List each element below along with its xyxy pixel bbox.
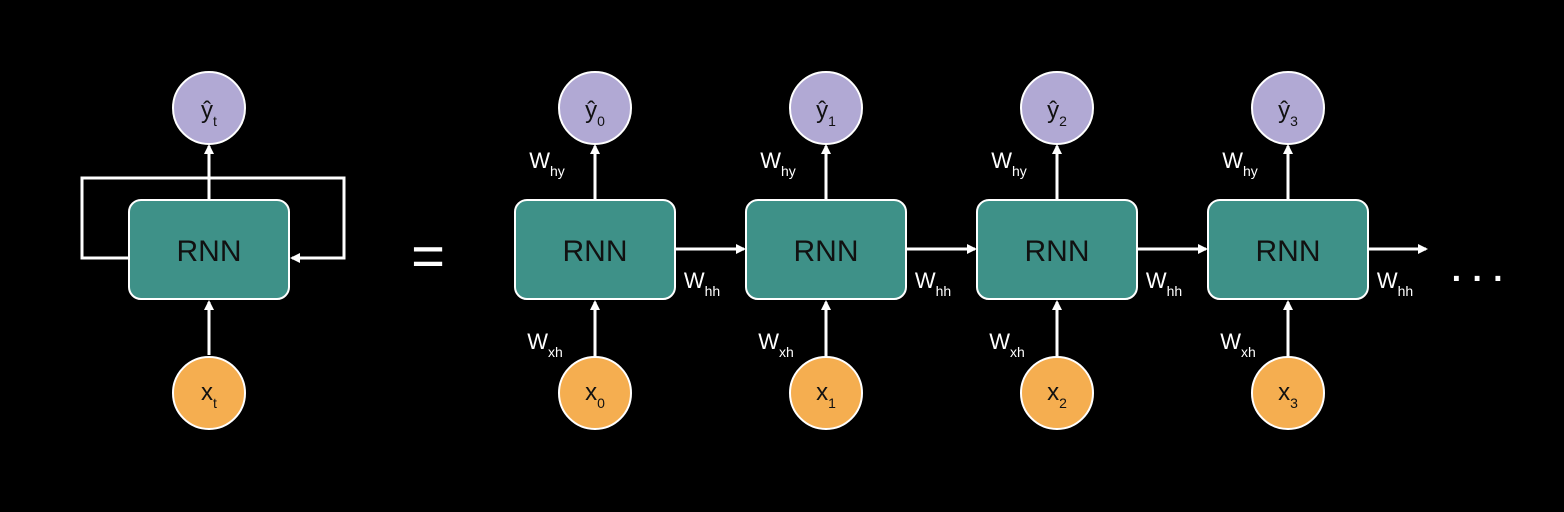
rolled-rnn-cell: RNN: [128, 199, 290, 300]
w-xh-label-3: Wxh: [1220, 329, 1256, 360]
rnn-cell-label-0: RNN: [563, 235, 628, 268]
input-node-1: x1: [789, 356, 863, 430]
ellipsis: · · ·: [1452, 260, 1505, 298]
output-node-3: ŷ3: [1251, 71, 1325, 145]
output-label-0: ŷ0: [585, 97, 605, 129]
rolled-recurrence-loop: [80, 176, 346, 263]
unrolled-rnn: ŷ0WhyRNNWxhx0Whhŷ1WhyRNNWxhx1Whhŷ2WhyRNN…: [514, 71, 1428, 430]
w-hy-label-1-main: W: [760, 148, 781, 173]
output-node-0: ŷ0: [558, 71, 632, 145]
w-hh-label-1-main: W: [915, 268, 936, 293]
w-hy-label-2-main: W: [991, 148, 1012, 173]
rnn-cell-label-3: RNN: [1256, 235, 1321, 268]
rnn-cell-label-2: RNN: [1025, 235, 1090, 268]
w-hh-label-2-main: W: [1146, 268, 1167, 293]
w-xh-label-2: Wxh: [989, 329, 1025, 360]
output-label-2-main: ŷ: [1047, 97, 1059, 124]
rolled-rnn-label: RNN: [177, 235, 242, 268]
w-hy-label-1: Why: [760, 148, 796, 179]
rnn-cell-1: RNN: [745, 199, 907, 300]
output-label-0-subscript: 0: [597, 113, 605, 129]
output-label-2-subscript: 2: [1059, 113, 1067, 129]
input-label-1: x1: [816, 379, 836, 411]
input-label-3-subscript: 3: [1290, 395, 1298, 411]
w-xh-label-2-subscript: xh: [1010, 344, 1025, 360]
output-label-3: ŷ3: [1278, 97, 1298, 129]
output-label-1: ŷ1: [816, 97, 836, 129]
w-hy-label-0-main: W: [529, 148, 550, 173]
rolled-output-label: ŷ: [201, 97, 213, 124]
w-hh-label-2-subscript: hh: [1167, 283, 1183, 299]
output-node-2: ŷ2: [1020, 71, 1094, 145]
w-xh-label-1-main: W: [758, 329, 779, 354]
input-node-2: x2: [1020, 356, 1094, 430]
output-label-1-main: ŷ: [816, 97, 828, 124]
w-hh-label-2: Whh: [1146, 268, 1182, 299]
rolled-input-label: x: [201, 379, 213, 406]
output-label-0-main: ŷ: [585, 97, 597, 124]
rolled-output-subscript: t: [213, 113, 217, 129]
input-node-0: x0: [558, 356, 632, 430]
rnn-cell-0: RNN: [514, 199, 676, 300]
w-xh-label-0-subscript: xh: [548, 344, 563, 360]
input-node-3: x3: [1251, 356, 1325, 430]
rnn-cell-2: RNN: [976, 199, 1138, 300]
input-label-3-main: x: [1278, 379, 1290, 406]
input-label-1-main: x: [816, 379, 828, 406]
input-label-0: x0: [585, 379, 605, 411]
w-hh-label-0-subscript: hh: [705, 283, 721, 299]
rolled-input-subscript: t: [213, 395, 217, 411]
w-hy-label-1-subscript: hy: [781, 163, 796, 179]
w-xh-label-1: Wxh: [758, 329, 794, 360]
input-label-0-main: x: [585, 379, 597, 406]
output-label-1-subscript: 1: [828, 113, 836, 129]
output-node-1: ŷ1: [789, 71, 863, 145]
w-hh-label-3-subscript: hh: [1398, 283, 1414, 299]
input-label-2-subscript: 2: [1059, 395, 1067, 411]
rnn-cell-3: RNN: [1207, 199, 1369, 300]
w-hy-label-0: Why: [529, 148, 565, 179]
w-xh-label-3-main: W: [1220, 329, 1241, 354]
svg-text:xt: xt: [201, 379, 217, 411]
w-hy-label-3-subscript: hy: [1243, 163, 1258, 179]
output-label-3-main: ŷ: [1278, 97, 1290, 124]
output-label-2: ŷ2: [1047, 97, 1067, 129]
equals-sign: =: [411, 224, 445, 289]
w-hy-label-3-main: W: [1222, 148, 1243, 173]
w-xh-label-0-main: W: [527, 329, 548, 354]
w-xh-label-1-subscript: xh: [779, 344, 794, 360]
w-hy-label-2-subscript: hy: [1012, 163, 1027, 179]
w-hy-label-0-subscript: hy: [550, 163, 565, 179]
output-label-3-subscript: 3: [1290, 113, 1298, 129]
rnn-cell-label-1: RNN: [794, 235, 859, 268]
w-hh-label-0-main: W: [684, 268, 705, 293]
w-hh-label-3: Whh: [1377, 268, 1413, 299]
w-hh-label-1-subscript: hh: [936, 283, 952, 299]
w-xh-label-2-main: W: [989, 329, 1010, 354]
w-hy-label-3: Why: [1222, 148, 1258, 179]
input-label-2: x2: [1047, 379, 1067, 411]
rolled-rnn: ŷt RNN xt: [80, 71, 346, 430]
w-hh-label-3-main: W: [1377, 268, 1398, 293]
input-label-0-subscript: 0: [597, 395, 605, 411]
rolled-input-node: xt: [172, 356, 246, 430]
rolled-output-node: ŷt: [172, 71, 246, 145]
input-label-1-subscript: 1: [828, 395, 836, 411]
w-hh-label-1: Whh: [915, 268, 951, 299]
w-xh-label-0: Wxh: [527, 329, 563, 360]
w-hy-label-2: Why: [991, 148, 1027, 179]
input-label-3: x3: [1278, 379, 1298, 411]
w-hh-label-0: Whh: [684, 268, 720, 299]
input-label-2-main: x: [1047, 379, 1059, 406]
w-xh-label-3-subscript: xh: [1241, 344, 1256, 360]
svg-text:ŷt: ŷt: [201, 97, 217, 129]
